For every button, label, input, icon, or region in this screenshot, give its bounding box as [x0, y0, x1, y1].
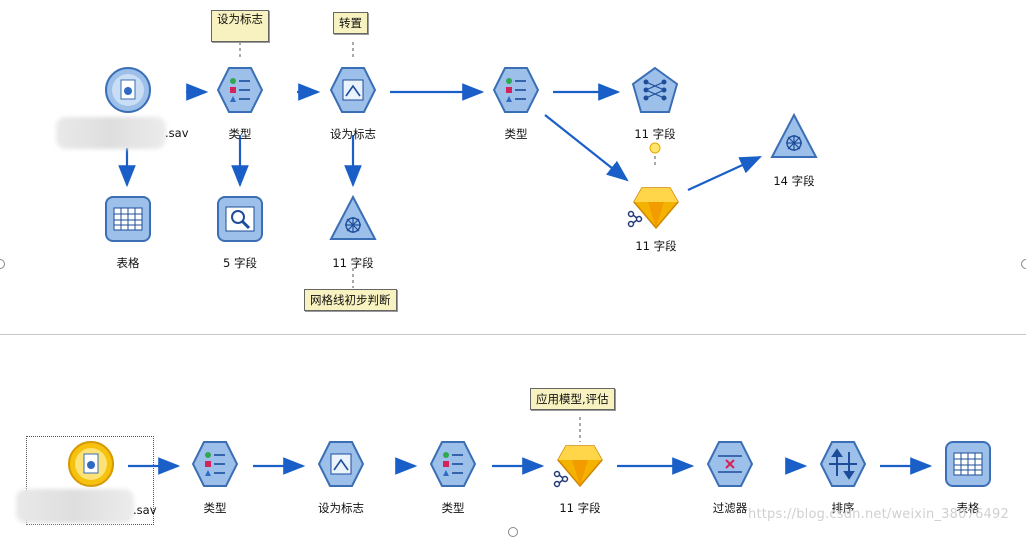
source-filename-label-bottom: .sav [133, 503, 157, 517]
node-model-nugget-top-label: 11 字段 [635, 239, 677, 253]
type-node-icon [492, 66, 540, 114]
plot-triangle-icon [770, 112, 818, 161]
resize-handle-right[interactable] [1021, 259, 1026, 269]
data-audit-icon [216, 195, 264, 243]
model-nugget-icon [632, 182, 680, 230]
filter-node-icon [706, 440, 754, 488]
node-source-sav-bottom[interactable] [53, 440, 129, 520]
node-b-type2-label: 类型 [441, 501, 465, 515]
comment-apply-model-text: 应用模型,评估 [536, 392, 609, 406]
comment-setflag[interactable]: 设为标志 [211, 10, 269, 42]
node-plot14-label: 14 字段 [773, 174, 815, 188]
source-file-icon [67, 440, 115, 488]
node-setflag1[interactable]: 设为标志 [315, 66, 391, 146]
node-plot14[interactable]: 14 字段 [756, 112, 832, 193]
node-model-nugget-top[interactable]: 11 字段 [618, 182, 694, 262]
node-plot11[interactable]: 11 字段 [315, 194, 391, 275]
blurred-filename-bottom [16, 489, 134, 523]
node-nn-model-top[interactable]: 11 字段 [617, 66, 693, 146]
type-node-icon [191, 440, 239, 488]
model-links-icon [553, 470, 569, 492]
source-file-icon [104, 66, 152, 114]
link-type2-model [544, 114, 629, 182]
plot-triangle-icon [329, 194, 377, 243]
node-type2[interactable]: 类型 [478, 66, 554, 146]
comment-grid[interactable]: 网格线初步判断 [304, 289, 397, 311]
type-node-icon [429, 440, 477, 488]
model-links-icon [627, 210, 643, 232]
node-setflag1-label: 设为标志 [330, 127, 376, 141]
node-source-sav[interactable] [90, 66, 166, 146]
node-table-top[interactable]: 表格 [90, 195, 166, 275]
node-b-setflag[interactable]: 设为标志 [303, 440, 379, 520]
node-b-type2[interactable]: 类型 [415, 440, 491, 520]
link-model-plot14 [687, 156, 762, 191]
node-type1[interactable]: 类型 [202, 66, 278, 146]
node-b-table-label: 表格 [956, 501, 980, 515]
setflag-node-icon [329, 66, 377, 114]
node-type1-label: 类型 [228, 127, 252, 141]
node-b-sort-label: 排序 [831, 501, 855, 515]
node-f5-label: 5 字段 [223, 256, 257, 270]
resize-handle-bottom[interactable] [508, 527, 518, 537]
node-b-model-nugget-label: 11 字段 [559, 501, 601, 515]
source-filename-label: .sav [165, 126, 189, 140]
comment-grid-text: 网格线初步判断 [310, 293, 391, 307]
neural-net-icon [631, 66, 679, 114]
watermark-text: https://blog.csdn.net/weixin_38076492 [748, 507, 1009, 522]
model-nugget-icon [556, 440, 604, 488]
canvas-divider [0, 334, 1026, 335]
node-b-filter[interactable]: 过滤器 [692, 440, 768, 520]
comment-apply-model[interactable]: 应用模型,评估 [530, 388, 615, 410]
setflag-node-icon [317, 440, 365, 488]
node-b-type1-label: 类型 [203, 501, 227, 515]
node-nn-model-top-label: 11 字段 [634, 127, 676, 141]
node-type2-label: 类型 [504, 127, 528, 141]
refresh-star-icon [648, 140, 662, 159]
node-b-filter-label: 过滤器 [712, 501, 748, 515]
type-node-icon [216, 66, 264, 114]
sort-node-icon [819, 440, 867, 488]
comment-transpose[interactable]: 转置 [333, 12, 368, 34]
table-icon [104, 195, 152, 243]
node-table-top-label: 表格 [116, 256, 140, 270]
table-icon [944, 440, 992, 488]
node-b-type1[interactable]: 类型 [177, 440, 253, 520]
node-b-sort[interactable]: 排序 [805, 440, 881, 520]
node-b-setflag-label: 设为标志 [318, 501, 364, 515]
comment-setflag-text: 设为标志 [217, 12, 263, 26]
comment-transpose-text: 转置 [339, 16, 362, 30]
node-plot11-label: 11 字段 [332, 256, 374, 270]
node-b-model-nugget[interactable]: 11 字段 [542, 440, 618, 520]
node-b-table[interactable]: 表格 [930, 440, 1006, 520]
node-f5[interactable]: 5 字段 [202, 195, 278, 275]
selection-box [26, 436, 154, 525]
blurred-filename [56, 117, 166, 149]
